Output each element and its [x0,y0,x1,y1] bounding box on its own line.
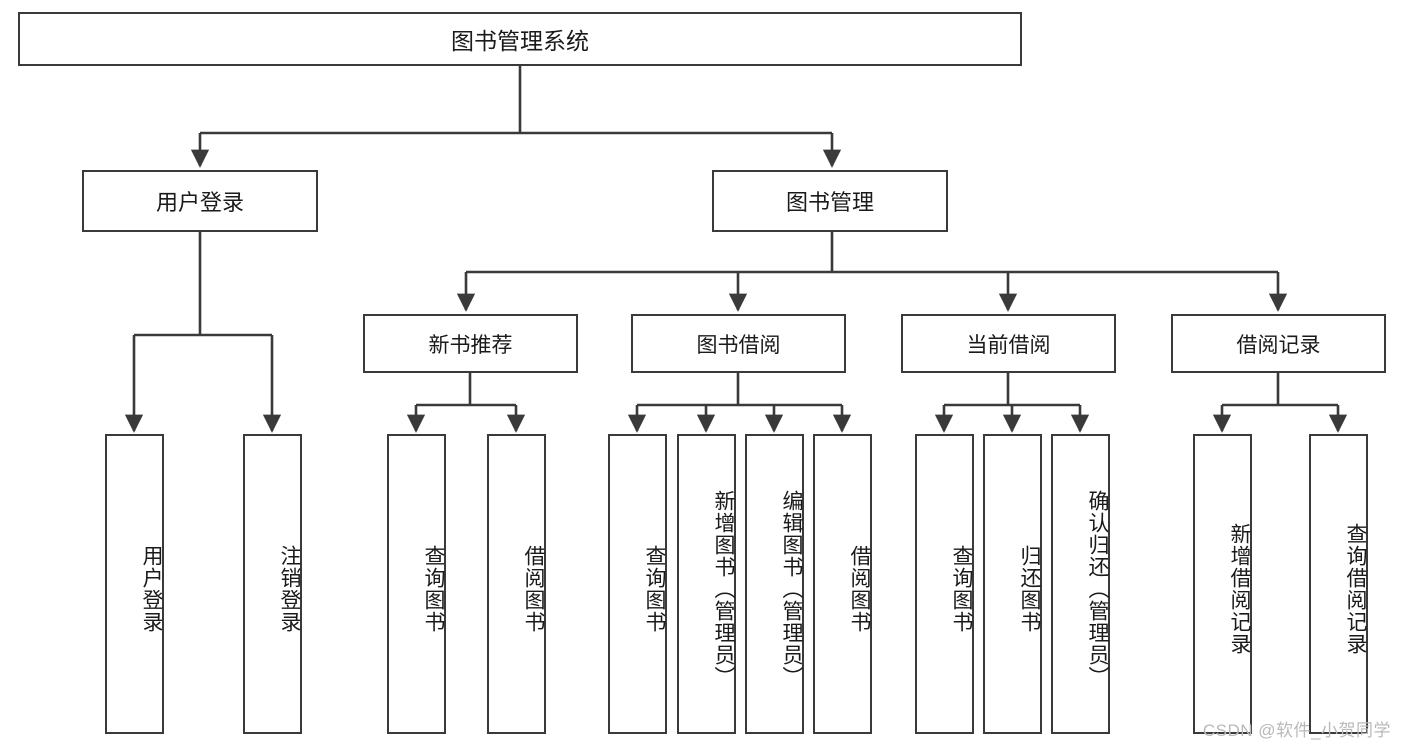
node-label: 图书管理 [785,190,874,215]
leaf-query-borrow-record[interactable]: 查询借阅记录 [1309,434,1368,734]
node-label: 查询借阅记录 [1344,523,1367,655]
leaf-query-book-recommend[interactable]: 查询图书 [387,434,446,734]
node-label: 查询图书 [422,545,445,633]
leaf-borrow-book[interactable]: 借阅图书 [813,434,872,734]
node-label: 借阅图书 [848,545,871,633]
node-label: 图书借阅 [696,333,781,357]
node-book-management[interactable]: 图书管理 [712,170,948,232]
leaf-add-book-admin[interactable]: 新增图书（管理员） [677,434,736,734]
node-borrow-records[interactable]: 借阅记录 [1171,314,1386,373]
node-label: 当前借阅 [966,333,1051,357]
leaf-query-book-borrow[interactable]: 查询图书 [608,434,667,734]
node-root-system[interactable]: 图书管理系统 [18,12,1022,66]
leaf-user-login[interactable]: 用户登录 [105,434,164,734]
node-label: 归还图书 [1018,545,1041,633]
node-label: 注销登录 [278,545,301,633]
leaf-query-book-current[interactable]: 查询图书 [915,434,974,734]
node-user-login[interactable]: 用户登录 [82,170,318,232]
node-new-book-recommend[interactable]: 新书推荐 [363,314,578,373]
node-label: 图书管理系统 [451,28,589,54]
leaf-borrow-book-recommend[interactable]: 借阅图书 [487,434,546,734]
node-label: 用户登录 [140,545,163,633]
leaf-confirm-return-admin[interactable]: 确认归还（管理员） [1051,434,1110,734]
node-label: 确认归还（管理员） [1086,490,1109,688]
node-label: 用户登录 [155,190,244,215]
leaf-return-book[interactable]: 归还图书 [983,434,1042,734]
leaf-logout-login[interactable]: 注销登录 [243,434,302,734]
node-book-borrow[interactable]: 图书借阅 [631,314,846,373]
node-label: 查询图书 [950,545,973,633]
node-label: 借阅记录 [1236,333,1321,357]
node-label: 新书推荐 [428,333,513,357]
leaf-edit-book-admin[interactable]: 编辑图书（管理员） [745,434,804,734]
leaf-add-borrow-record[interactable]: 新增借阅记录 [1193,434,1252,734]
node-label: 借阅图书 [522,545,545,633]
node-label: 新增借阅记录 [1228,523,1251,655]
watermark: CSDN @软件_小贺同学 [1202,721,1391,740]
node-label: 查询图书 [643,545,666,633]
node-label: 编辑图书（管理员） [780,490,803,688]
node-label: 新增图书（管理员） [712,490,735,688]
node-current-borrow[interactable]: 当前借阅 [901,314,1116,373]
